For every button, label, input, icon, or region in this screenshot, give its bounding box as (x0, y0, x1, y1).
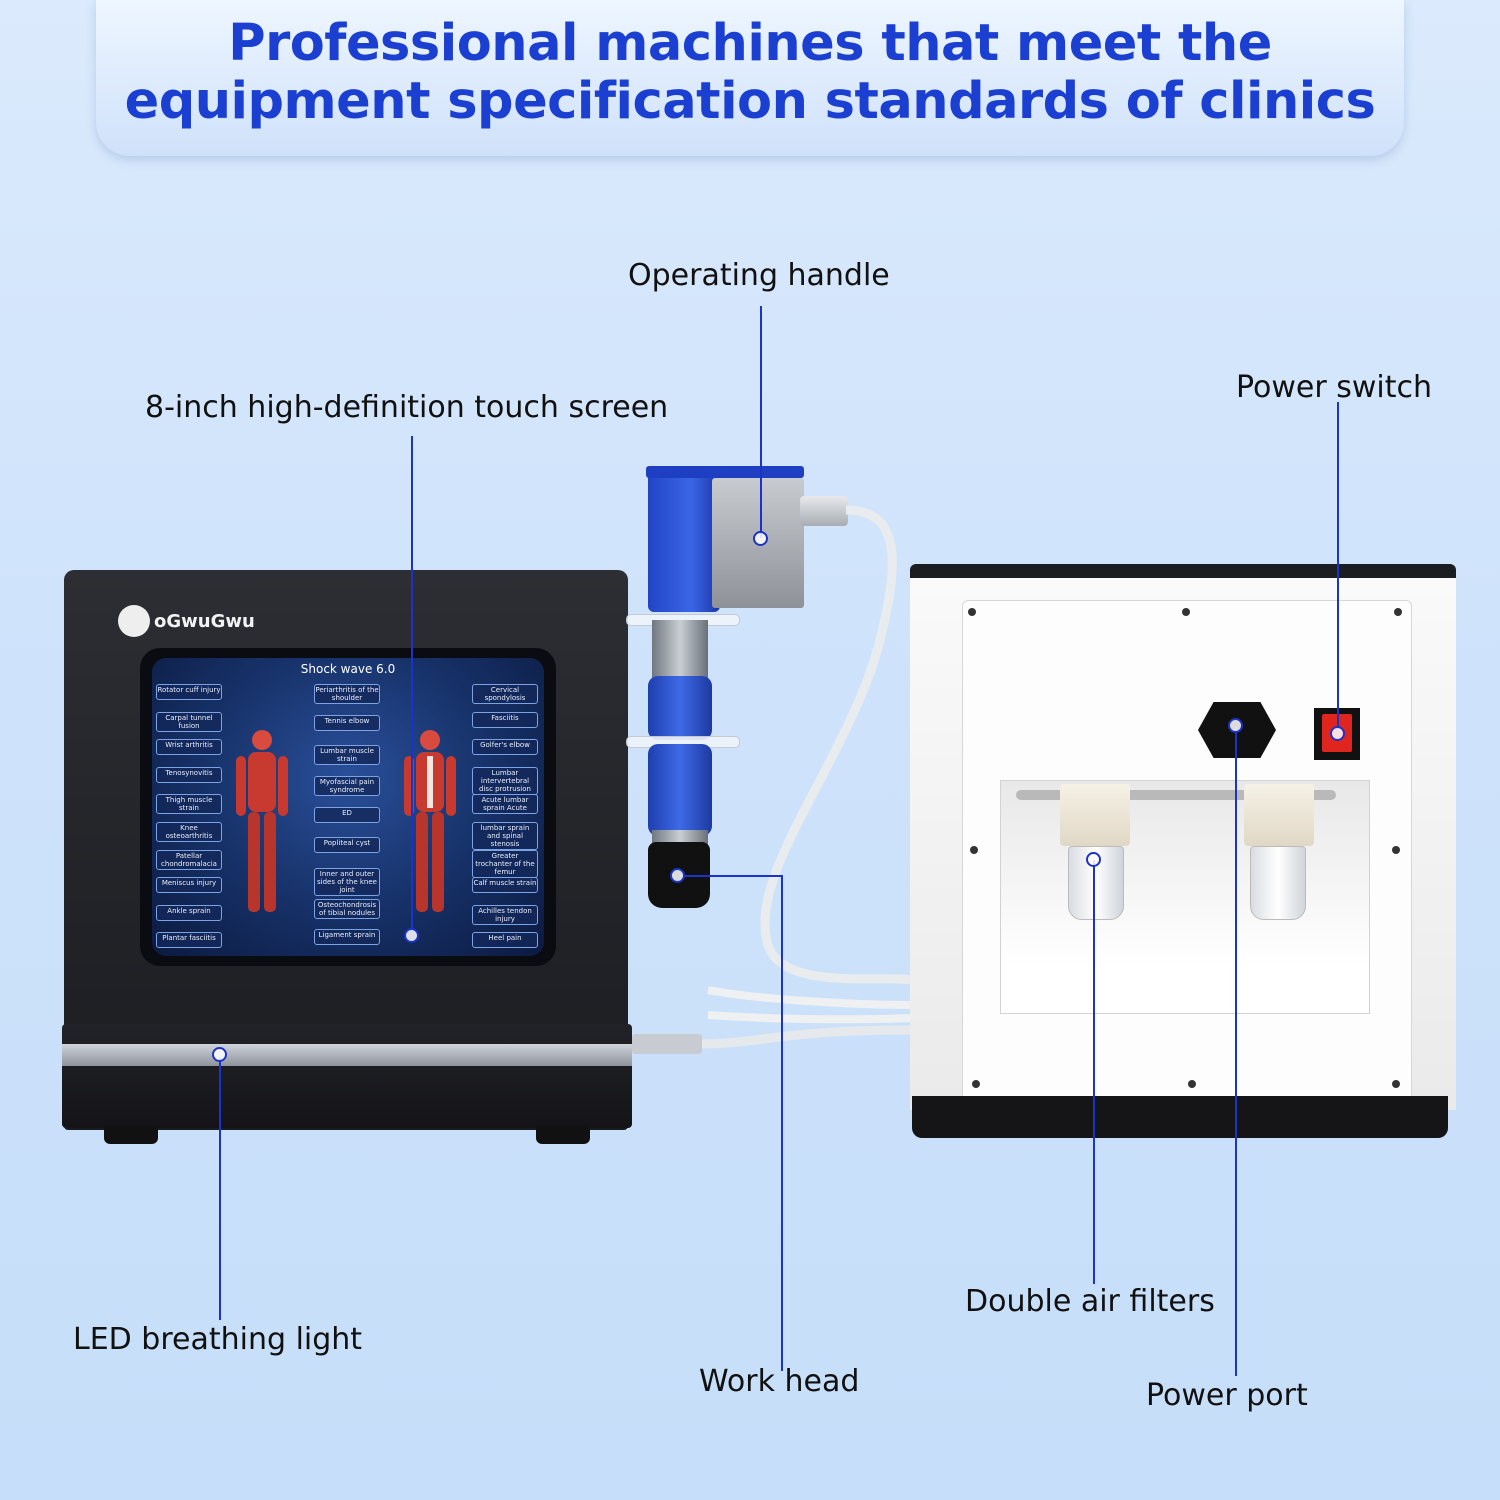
screw-icon (1392, 846, 1400, 854)
screw-icon (972, 1080, 980, 1088)
air-filter-bowl (1250, 846, 1306, 920)
label-touch-screen: 8-inch high-definition touch screen (145, 390, 669, 425)
handle-grip (648, 472, 720, 612)
callout-line-filters (1093, 860, 1095, 1284)
screen-condition-button[interactable]: Ligament sprain (314, 929, 380, 946)
device-base (62, 1024, 632, 1128)
screen-condition-button[interactable]: Rotator cuff injury (156, 684, 222, 700)
callout-dot-handle (753, 531, 768, 546)
screen-condition-button[interactable]: Calf muscle strain (472, 877, 538, 894)
screen-condition-button[interactable]: Greater trochanter of the femur (472, 849, 538, 878)
compressor-base (912, 1096, 1448, 1138)
callout-dot-filters (1086, 852, 1101, 867)
screen-condition-button[interactable]: Cervical spondylosis (472, 684, 538, 704)
callout-dot-led (212, 1047, 227, 1062)
label-led-light: LED breathing light (73, 1322, 363, 1357)
device-foot (104, 1126, 158, 1144)
filter-recess (1000, 780, 1370, 1014)
screen-condition-button[interactable]: Popliteal cyst (314, 837, 380, 854)
headline-line-2: equipment specification standards of cli… (124, 72, 1376, 131)
callout-line-port (1235, 726, 1237, 1376)
screen-condition-button[interactable]: Patellar chondromalacia (156, 849, 222, 870)
screw-icon (1188, 1080, 1196, 1088)
screen-condition-button[interactable]: Achilles tendon injury (472, 904, 538, 925)
handle-shaft (652, 620, 708, 680)
callout-dot-workhead (670, 868, 685, 883)
screen-condition-button[interactable]: Heel pain (472, 932, 538, 949)
label-power-switch: Power switch (1236, 370, 1433, 405)
callout-line-led (219, 1058, 221, 1320)
handle-connector (800, 496, 848, 526)
air-filter-head (1244, 784, 1314, 846)
anatomy-back-icon (404, 730, 456, 912)
screen-condition-button[interactable]: Meniscus injury (156, 877, 222, 894)
label-power-port: Power port (1146, 1378, 1308, 1413)
anatomy-front-icon (236, 730, 288, 912)
screen-condition-button[interactable]: Acute lumbar sprain Acute (472, 794, 538, 815)
callout-dot-screen (404, 928, 419, 943)
air-filter-head (1060, 784, 1130, 846)
screen-condition-button[interactable]: lumbar sprain and spinal stenosis (472, 822, 538, 850)
brand-logo-icon (118, 605, 150, 637)
screen-condition-button[interactable]: Knee osteoarthritis (156, 822, 222, 842)
led-breathing-strip (62, 1044, 632, 1066)
screen-condition-button[interactable]: Thigh muscle strain (156, 794, 222, 815)
screen-condition-button[interactable]: Golfer's elbow (472, 739, 538, 756)
brand-logo: oGwuGwu (118, 605, 255, 637)
compressor-top (910, 564, 1456, 578)
screen-condition-button[interactable]: Plantar fasciitis (156, 932, 222, 949)
callout-line-workhead (680, 875, 782, 877)
screen-condition-button[interactable]: Wrist arthritis (156, 739, 222, 756)
screen-condition-button[interactable]: Tenosynovitis (156, 766, 222, 783)
label-work-head: Work head (699, 1364, 860, 1399)
callout-dot-switch (1330, 726, 1345, 741)
screen-condition-button[interactable]: Periarthritis of the shoulder (314, 684, 380, 704)
brand-name: oGwuGwu (154, 610, 255, 632)
screen-condition-button[interactable]: Tennis elbow (314, 714, 380, 731)
screen-condition-button[interactable]: Lumbar muscle strain (314, 745, 380, 766)
screen-condition-button[interactable]: Myofascial pain syndrome (314, 776, 380, 796)
handle-shaft-grip (648, 744, 712, 836)
screen-title: Shock wave 6.0 (300, 662, 396, 676)
label-operating-handle: Operating handle (628, 258, 890, 293)
screen-condition-button[interactable]: Carpal tunnel fusion (156, 711, 222, 732)
callout-dot-port (1228, 718, 1243, 733)
callout-line-switch (1337, 402, 1339, 730)
handle-shaft-grip (648, 676, 712, 740)
label-air-filters: Double air filters (965, 1284, 1215, 1319)
screen-condition-button[interactable]: Inner and outer sides of the knee joint (314, 868, 380, 896)
screen-condition-button[interactable]: Osteochondrosis of tibial nodules (314, 898, 380, 919)
handle-cap (646, 466, 804, 478)
callout-line-handle (760, 306, 762, 538)
screw-icon (970, 846, 978, 854)
callout-line-workhead (781, 875, 783, 1371)
screen-condition-button[interactable]: Ankle sprain (156, 904, 222, 921)
screw-icon (968, 608, 976, 616)
screw-icon (1392, 1080, 1400, 1088)
screw-icon (1182, 608, 1190, 616)
header-banner (96, 0, 1404, 156)
headline-line-1: Professional machines that meet the (228, 14, 1272, 73)
screw-icon (1394, 608, 1402, 616)
screen-condition-button[interactable]: ED (314, 806, 380, 823)
callout-line-screen (411, 436, 413, 930)
device-foot (536, 1126, 590, 1144)
air-pipe (1016, 790, 1336, 800)
screen-condition-button[interactable]: Lumbar intervertebral disc protrusion (472, 766, 538, 795)
screen-condition-button[interactable]: Fasciitis (472, 711, 538, 728)
